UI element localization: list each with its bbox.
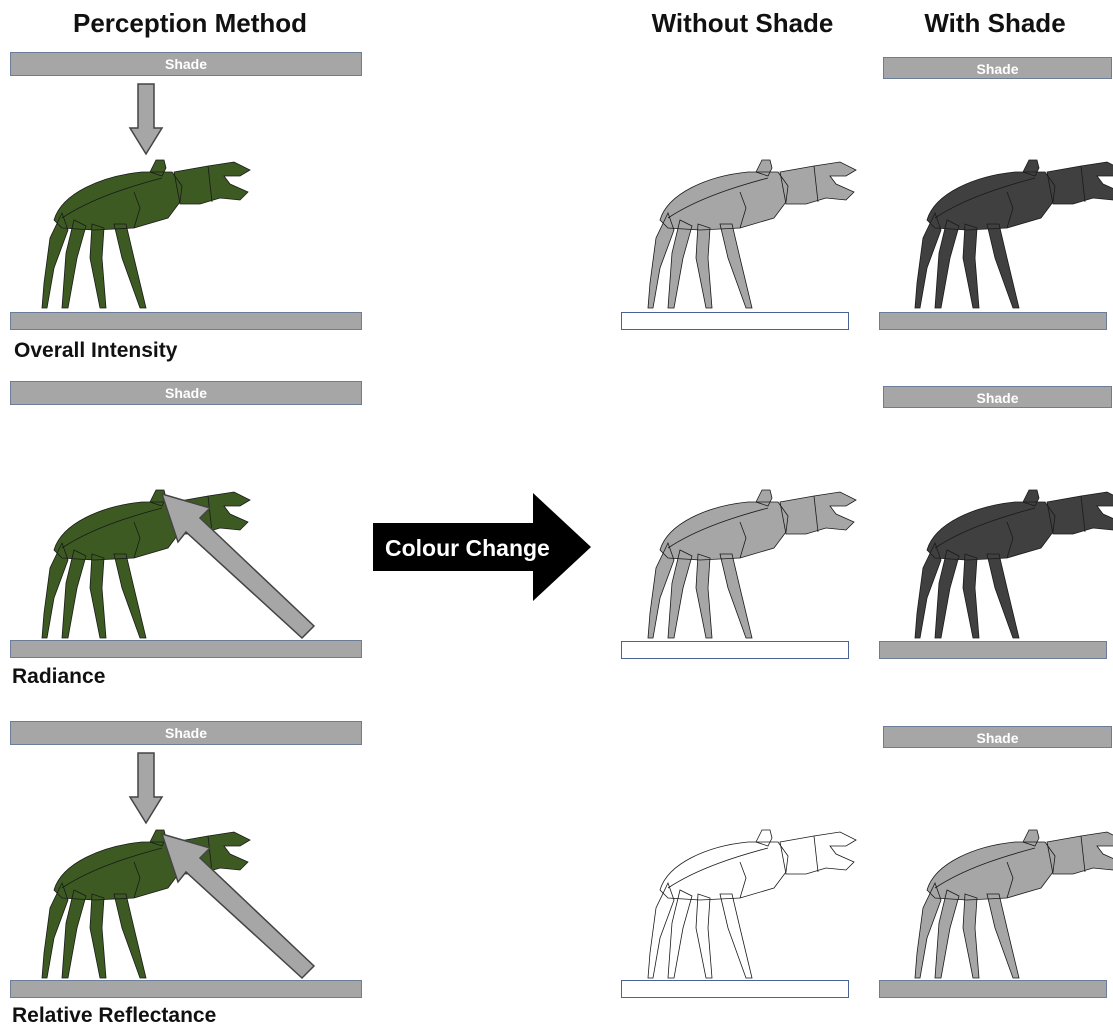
ground-bar xyxy=(879,641,1107,659)
ground-bar xyxy=(879,312,1107,330)
crab-grey-icon xyxy=(628,488,858,643)
crab-dark-icon xyxy=(895,488,1113,643)
shade-bar: Shade xyxy=(883,726,1112,748)
header-without-shade: Without Shade xyxy=(620,8,865,38)
crab-grey-icon xyxy=(628,158,858,313)
crab-dark-icon xyxy=(895,158,1113,313)
diagonal-arrow-icon xyxy=(150,830,320,980)
header-perception-method: Perception Method xyxy=(40,8,340,38)
header-with-shade: With Shade xyxy=(880,8,1110,38)
crab-grey-icon xyxy=(895,828,1113,983)
method-label: Overall Intensity xyxy=(14,339,177,363)
ground-bar xyxy=(10,640,362,658)
shade-bar: Shade xyxy=(10,381,362,405)
ground-bar xyxy=(879,980,1107,998)
shade-bar: Shade xyxy=(10,52,362,76)
crab-outline-icon xyxy=(628,828,858,983)
ground-bar xyxy=(10,312,362,330)
method-label: Radiance xyxy=(12,665,105,689)
ground-bar xyxy=(10,980,362,998)
down-arrow-icon xyxy=(128,84,164,156)
down-arrow-icon xyxy=(128,753,164,825)
method-label: Relative Reflectance xyxy=(12,1004,216,1028)
colour-change-label: Colour Change xyxy=(373,530,568,566)
diagonal-arrow-icon xyxy=(150,490,320,640)
shade-bar: Shade xyxy=(10,721,362,745)
shade-bar: Shade xyxy=(883,386,1112,408)
shade-bar: Shade xyxy=(883,57,1112,79)
ground-bar-white xyxy=(621,980,849,998)
crab-green-icon xyxy=(22,158,252,313)
ground-bar-white xyxy=(621,641,849,659)
ground-bar-white xyxy=(621,312,849,330)
